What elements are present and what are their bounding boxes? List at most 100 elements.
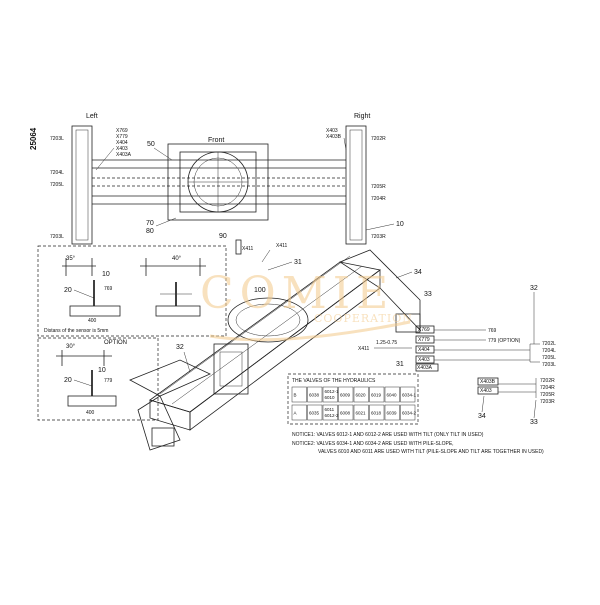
svg-text:31: 31 bbox=[294, 259, 302, 266]
svg-text:7204R: 7204R bbox=[540, 385, 555, 391]
svg-text:7203L: 7203L bbox=[50, 136, 64, 142]
valve-cell bbox=[400, 386, 416, 403]
isometric-undercarriage: 100 31 X411 32 33 34 31 X411 1.25-0.75 bbox=[129, 243, 432, 451]
svg-text:7205R: 7205R bbox=[371, 184, 386, 190]
left-label: Left bbox=[86, 113, 98, 120]
valve-cell bbox=[369, 386, 385, 403]
valve-code: 6039 bbox=[387, 411, 398, 416]
svg-text:34: 34 bbox=[414, 269, 422, 276]
right-track-frame bbox=[345, 125, 367, 245]
svg-text:10: 10 bbox=[396, 221, 404, 228]
watermark-brand: COMIE bbox=[200, 268, 394, 319]
valve-code: 6019 bbox=[371, 393, 382, 398]
valve-code: 6038 bbox=[309, 393, 320, 398]
svg-text:70: 70 bbox=[146, 220, 154, 227]
valve-cell bbox=[353, 404, 369, 421]
svg-text:X779: X779 bbox=[116, 134, 128, 140]
valve-code: 6012-2 bbox=[325, 413, 340, 418]
valve-cell bbox=[291, 386, 307, 403]
svg-text:33: 33 bbox=[530, 419, 538, 426]
svg-text:X404: X404 bbox=[418, 347, 430, 353]
svg-text:7203L: 7203L bbox=[542, 362, 556, 368]
svg-text:X403: X403 bbox=[418, 357, 430, 363]
valve-code: 6011 bbox=[325, 407, 335, 412]
drawing-code: 25064 bbox=[29, 127, 38, 150]
valve-cell bbox=[291, 404, 307, 421]
svg-text:32: 32 bbox=[176, 344, 184, 351]
svg-text:20: 20 bbox=[64, 377, 72, 384]
svg-text:40°: 40° bbox=[172, 256, 182, 262]
valve-cell bbox=[384, 404, 400, 421]
svg-text:7204L: 7204L bbox=[50, 170, 64, 176]
detail-box-option: 30° OPTION 10 20 779 400 bbox=[37, 337, 159, 421]
svg-text:OPTION: OPTION bbox=[104, 340, 127, 346]
svg-text:10: 10 bbox=[98, 367, 106, 374]
top-view: Left Right Front 7203L 7204L 7205L 7203L… bbox=[50, 113, 404, 255]
svg-text:X403: X403 bbox=[326, 128, 338, 134]
watermark-sub: COOPERATION bbox=[314, 312, 413, 325]
valve-code: 6018 bbox=[371, 411, 382, 416]
valve-code: 6035 bbox=[309, 411, 320, 416]
valve-code: B bbox=[294, 393, 297, 398]
valves-title: THE VALVES OF THE HYDRAULICS bbox=[292, 378, 376, 384]
svg-text:400: 400 bbox=[86, 410, 95, 416]
valve-code: 6034-1 bbox=[402, 393, 417, 398]
valve-cell bbox=[307, 386, 323, 403]
svg-text:90: 90 bbox=[219, 233, 227, 240]
left-track-frame bbox=[71, 125, 93, 245]
notice-1: NOTICE1: VALVES 6012-1 AND 6012-2 ARE US… bbox=[292, 432, 484, 438]
svg-text:7205R: 7205R bbox=[540, 392, 555, 398]
svg-text:400: 400 bbox=[88, 318, 97, 324]
svg-text:35°: 35° bbox=[66, 256, 76, 262]
svg-text:100: 100 bbox=[254, 287, 266, 294]
valve-cell bbox=[384, 386, 400, 403]
svg-text:X403B: X403B bbox=[326, 134, 342, 140]
svg-text:31: 31 bbox=[396, 361, 404, 368]
svg-text:X403B: X403B bbox=[480, 379, 496, 385]
svg-text:7203R: 7203R bbox=[540, 399, 555, 405]
valve-code: 6012-1 bbox=[325, 389, 340, 394]
svg-text:X403: X403 bbox=[116, 146, 128, 152]
svg-text:20: 20 bbox=[64, 287, 72, 294]
svg-text:X403A: X403A bbox=[417, 365, 433, 371]
svg-text:7202R: 7202R bbox=[371, 136, 386, 142]
svg-text:779 (OPTION): 779 (OPTION) bbox=[488, 338, 521, 344]
valve-code: A bbox=[294, 411, 297, 416]
valve-cell bbox=[353, 386, 369, 403]
svg-text:X403: X403 bbox=[480, 388, 492, 394]
svg-text:779: 779 bbox=[104, 378, 113, 384]
svg-text:10: 10 bbox=[102, 271, 110, 278]
valve-cell bbox=[322, 386, 338, 403]
svg-text:769: 769 bbox=[488, 328, 497, 334]
svg-text:X779: X779 bbox=[418, 337, 430, 343]
detail-box-sensor-distance: 35° 40° 10 20 769 400 Distans of the sen… bbox=[37, 245, 227, 337]
sensor-distance-note: Distans of the sensor is 5mm bbox=[44, 328, 108, 334]
svg-text:34: 34 bbox=[478, 413, 486, 420]
valve-cell bbox=[322, 404, 338, 421]
valve-cell bbox=[369, 404, 385, 421]
svg-text:7203L: 7203L bbox=[50, 234, 64, 240]
right-label: Right bbox=[354, 113, 370, 120]
valve-code: 6040 bbox=[387, 393, 398, 398]
svg-text:X404: X404 bbox=[116, 140, 128, 146]
svg-text:X769: X769 bbox=[418, 327, 430, 333]
valve-code: 6021 bbox=[356, 411, 367, 416]
valve-cell bbox=[400, 404, 416, 421]
svg-text:7203R: 7203R bbox=[371, 234, 386, 240]
valve-cell bbox=[338, 404, 354, 421]
svg-text:50: 50 bbox=[147, 141, 155, 148]
central-frame bbox=[167, 143, 269, 221]
svg-text:30°: 30° bbox=[66, 344, 76, 350]
svg-text:X769: X769 bbox=[116, 128, 128, 134]
svg-text:33: 33 bbox=[424, 291, 432, 298]
svg-text:7205L: 7205L bbox=[542, 355, 556, 361]
svg-text:769: 769 bbox=[104, 286, 113, 292]
valve-cell bbox=[338, 386, 354, 403]
svg-text:X403A: X403A bbox=[116, 152, 132, 158]
svg-text:7204R: 7204R bbox=[371, 196, 386, 202]
wiring-schematic: 32 X769 X779 X404 X403 X403A 769 779 (OP… bbox=[415, 285, 556, 426]
svg-text:X411: X411 bbox=[276, 243, 288, 249]
svg-text:1.25-0.75: 1.25-0.75 bbox=[376, 340, 397, 346]
